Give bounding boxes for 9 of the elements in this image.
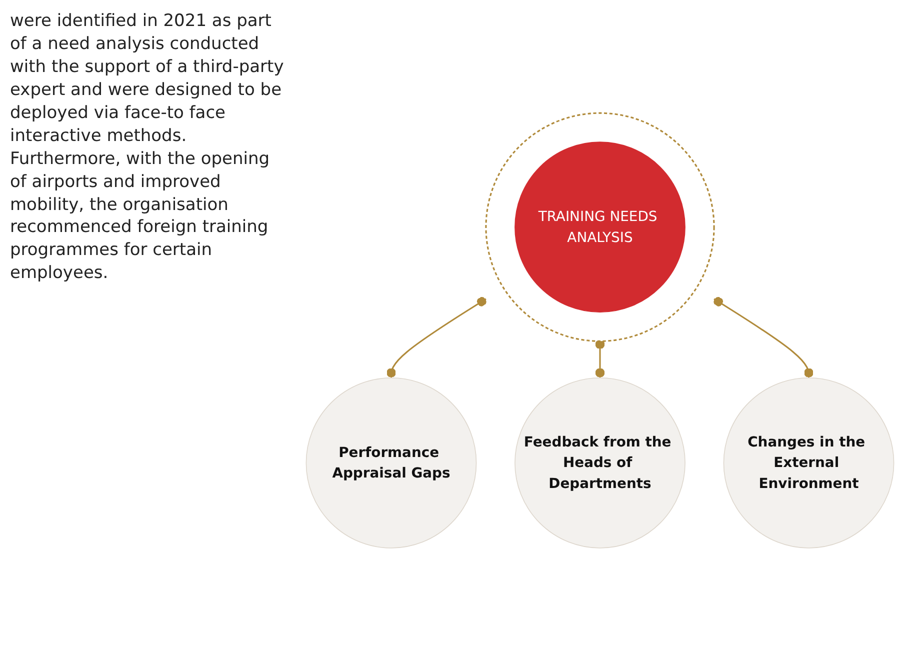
connector — [386, 296, 486, 378]
node-circle: TRAINING NEEDS ANALYSIS — [514, 142, 686, 313]
node-circle: Performance Appraisal Gaps — [306, 378, 477, 548]
paragraph: were identified in 2021 as part of a need analysis conducted with the support of a third-party expert and were designed to be deployed via face-to face interactive methods. Furthermore, with the opening of airports and improved mobility, the organisation recommenced foreign training programmes for certain employees. — [10, 10, 285, 286]
connector — [714, 296, 814, 378]
cluster — [485, 112, 715, 342]
node-circle: Changes in the External Environment — [723, 378, 894, 548]
node-circle: Feedback from the Heads of Departments — [514, 378, 686, 548]
connector — [595, 339, 605, 378]
